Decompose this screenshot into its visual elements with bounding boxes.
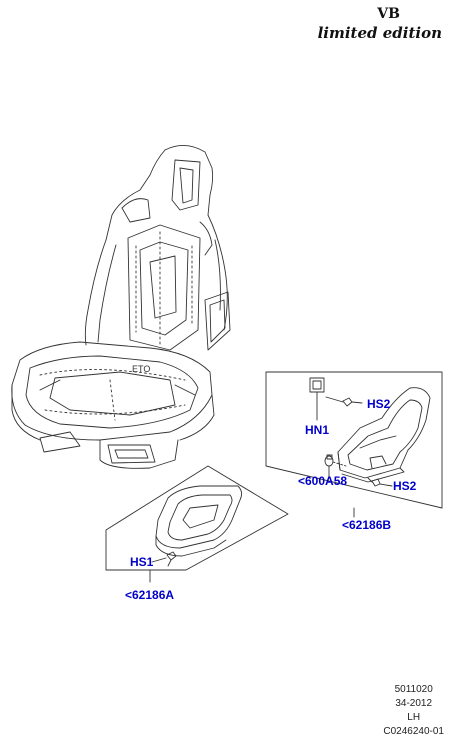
callout-62186a[interactable]: <62186A — [125, 588, 175, 602]
callout-hs2-top[interactable]: HS2 — [367, 397, 391, 411]
seat-stamp: ETO — [132, 364, 150, 374]
callout-hs2-bottom[interactable]: HS2 — [393, 479, 417, 493]
hn1-clip — [309, 377, 325, 421]
hs2-screw-bottom — [367, 477, 393, 487]
footer-line-4: C0246240-01 — [383, 726, 444, 737]
callout-62186b[interactable]: <62186B — [342, 518, 392, 532]
drawing-reference-block: 5011020 34-2012 LH C0246240-01 — [383, 683, 444, 739]
seat-outline — [11, 145, 231, 469]
model-title: VB — [377, 6, 400, 22]
callout-600a58[interactable]: <600A58 — [298, 474, 348, 488]
front-bezel-part — [155, 485, 243, 557]
callout-hs1[interactable]: HS1 — [130, 555, 154, 569]
side-cover-part — [337, 387, 431, 483]
edition-title: limited edition — [317, 24, 442, 42]
600a58-fastener — [324, 454, 347, 479]
group-box-62186b — [265, 371, 443, 518]
hs2-screw-top — [325, 396, 363, 407]
footer-line-3: LH — [407, 712, 421, 723]
callout-hn1[interactable]: HN1 — [305, 423, 330, 437]
footer-line-1: 5011020 — [394, 684, 433, 695]
hs1-screw — [151, 551, 177, 567]
group-box-62186a — [105, 465, 289, 583]
footer-line-2: 34-2012 — [395, 698, 433, 709]
